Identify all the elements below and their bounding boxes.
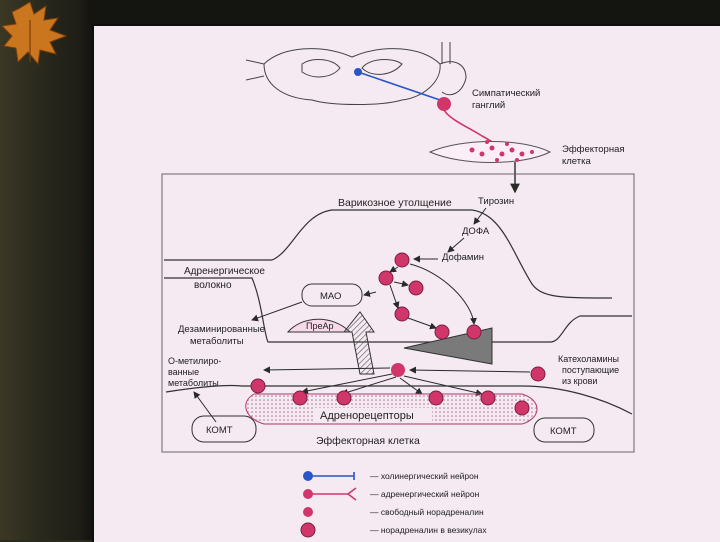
effector-cell-top — [428, 140, 552, 163]
comt-right-box — [533, 417, 595, 443]
label-dopa: ДОФА — [462, 226, 490, 237]
label-effector-cell-bottom: Эффекторная клетка — [316, 435, 420, 447]
label-comt-right: КОМТ — [550, 426, 577, 437]
arrow-comt-methylated — [193, 391, 217, 423]
magnified-synapse-box — [161, 173, 635, 453]
mao-box — [301, 283, 363, 307]
vesicle-pathway-arrows — [389, 263, 477, 330]
free-noradrenaline-center — [391, 363, 405, 377]
varicosity-membrane-lower — [164, 277, 632, 343]
arrow-dopa-dopamine — [447, 237, 465, 253]
label-effector-cell-top: Эффекторная клетка — [562, 144, 627, 167]
label-comt-left: КОМТ — [206, 425, 233, 436]
label-dopamine: Дофамин — [442, 252, 484, 263]
arrow-to-mao — [363, 290, 377, 297]
autumn-leaf-icon — [0, 1, 68, 66]
reuptake-arrow — [342, 311, 375, 375]
varicosity-membrane — [164, 209, 613, 299]
label-adrenoreceptors: Адренорецепторы — [320, 410, 414, 422]
vesicles — [378, 252, 482, 340]
label-methylated: О-метилиро- ванные метаболиты — [168, 356, 224, 388]
legend-free-text: — свободный норадреналин — [370, 507, 484, 517]
ganglion-neuron — [437, 97, 451, 111]
arrow-mao-deaminated — [251, 301, 303, 322]
label-mao: МАО — [320, 291, 341, 302]
adrenoreceptor-label-box — [314, 408, 432, 422]
legend-cholinergic-text: — холинергический нейрон — [370, 471, 479, 481]
legend-vesicle-symbol — [300, 522, 316, 538]
legend-vesicle-text: — норадреналин в везикулах — [370, 525, 487, 535]
label-varicosity: Варикозное утолщение — [338, 197, 452, 209]
label-prear: ПреАр — [306, 321, 334, 331]
spinal-cord-sketch — [245, 42, 467, 105]
free-noradrenaline-receptors — [250, 366, 546, 416]
legend-free-symbol — [303, 507, 313, 517]
label-ganglion: Симпатический ганглий — [472, 88, 543, 111]
cleft-arrows — [263, 366, 531, 397]
sympathetic-synapse-diagram: Симпатический ганглий Эффекторная клетка… — [161, 42, 635, 538]
legend-adrenergic-text: — адренергический нейрон — [370, 489, 480, 499]
arrow-tyrosine-dopa — [473, 207, 487, 225]
label-adrenergic-fiber: Адренергическое волокно — [184, 266, 268, 291]
legend-adrenergic-symbol — [303, 487, 357, 501]
label-tyrosine: Тирозин — [478, 196, 514, 207]
legend-cholinergic-symbol — [303, 471, 355, 481]
label-catecholamines: Катехоламины поступающие из крови — [558, 354, 622, 386]
cholinergic-fiber — [357, 71, 441, 101]
effector-cell-membrane — [165, 384, 633, 415]
slide: Симпатический ганглий Эффекторная клетка… — [92, 24, 720, 542]
legend: — холинергический нейрон — адренергическ… — [300, 471, 487, 538]
label-deaminated: Дезаминированные метаболиты — [178, 324, 268, 347]
comt-left-box — [191, 415, 257, 443]
cholinergic-neuron-body — [354, 68, 362, 76]
